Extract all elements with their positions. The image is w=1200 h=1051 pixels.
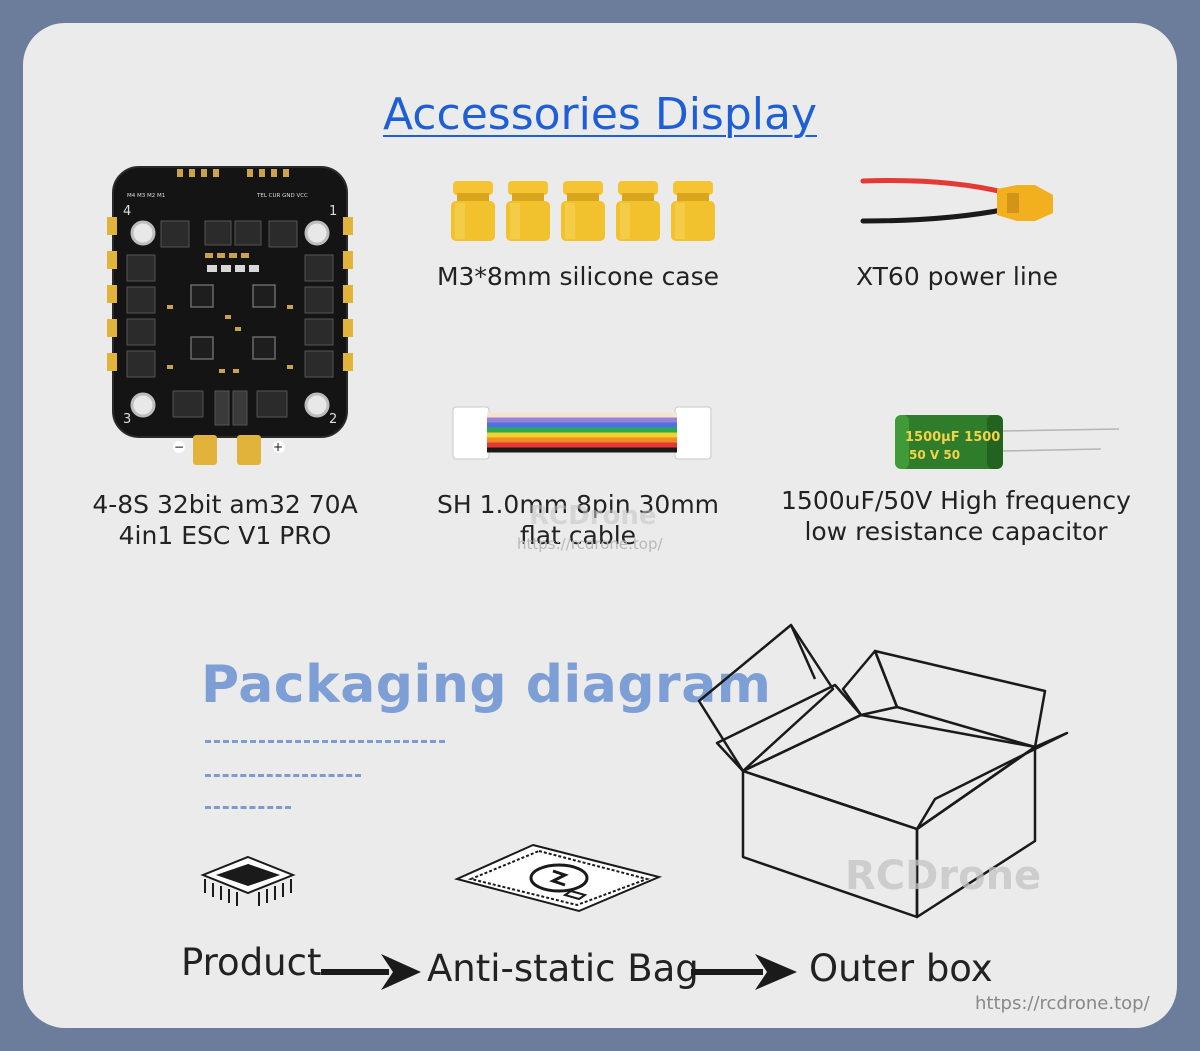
esc-minus-label: − (174, 440, 184, 454)
capacitor-caption: 1500uF/50V High frequency low resistance… (771, 485, 1141, 547)
esc-corner-label: 4 (123, 204, 131, 219)
dashed-divider (205, 806, 291, 809)
esc-pad-labels-right: TEL CUR GND VCC (256, 193, 308, 199)
esc-caption-line2: 4in1 ESC V1 PRO (118, 521, 332, 550)
esc-caption-line1: 4-8S 32bit am32 70A (92, 490, 358, 519)
capacitor-caption-line1: 1500uF/50V High frequency (781, 486, 1131, 515)
flat-cable-image (452, 406, 712, 460)
silicone-caption-line1: M3*8mm silicone case (436, 262, 720, 291)
dashed-divider (205, 774, 361, 777)
capacitor-label-1: 1500μF 1500 (905, 430, 1000, 445)
accessories-title: Accessories Display (382, 89, 818, 140)
arrow-right-icon (691, 954, 797, 990)
anti-static-bag-icon (453, 843, 663, 913)
esc-plus-label: + (273, 440, 283, 454)
esc-corner-label: 1 (329, 204, 337, 219)
capacitor-image: 1500μF 1500 50 V 50 (895, 415, 1120, 469)
dashed-divider (205, 740, 445, 743)
chip-icon (200, 855, 296, 906)
url-watermark: https://rcdrone.top/ (517, 535, 663, 553)
content-card: Accessories Display (23, 23, 1177, 1028)
esc-corner-label: 3 (123, 412, 131, 427)
flow-step-outer-box: Outer box (809, 947, 993, 990)
silicone-caption: M3*8mm silicone case (407, 261, 749, 292)
flow-step-product: Product (181, 941, 322, 984)
flow-step-anti-static-bag: Anti-static Bag (427, 947, 699, 990)
url-watermark-bottom: https://rcdrone.top/ (975, 993, 1150, 1014)
xt60-power-line-image (860, 178, 1053, 224)
xt60-caption-line1: XT60 power line (855, 262, 1059, 291)
flat-cable-caption: SH 1.0mm 8pin 30mm flat cable (407, 489, 749, 551)
esc-pad-labels: M4 M3 M2 M1 (127, 193, 165, 199)
flat-cable-caption-line2: flat cable (519, 521, 637, 550)
packaging-title: Packaging diagram (201, 655, 772, 715)
arrow-right-icon (321, 954, 421, 990)
capacitor-caption-line2: low resistance capacitor (804, 517, 1108, 546)
silicone-case-image (451, 181, 715, 241)
esc-board-image: M4 M3 M2 M1 TEL CUR GND VCC 4 1 3 2 − + (107, 166, 353, 465)
capacitor-label-2: 50 V 50 (909, 448, 960, 462)
flat-cable-caption-line1: SH 1.0mm 8pin 30mm (436, 490, 720, 519)
brand-watermark: RCDrone (529, 501, 657, 531)
xt60-caption: XT60 power line (807, 261, 1107, 292)
brand-watermark: RCDrone (845, 853, 1042, 899)
esc-caption: 4-8S 32bit am32 70A 4in1 ESC V1 PRO (75, 489, 375, 551)
outer-box-image (697, 623, 1069, 919)
esc-corner-label: 2 (329, 412, 337, 427)
